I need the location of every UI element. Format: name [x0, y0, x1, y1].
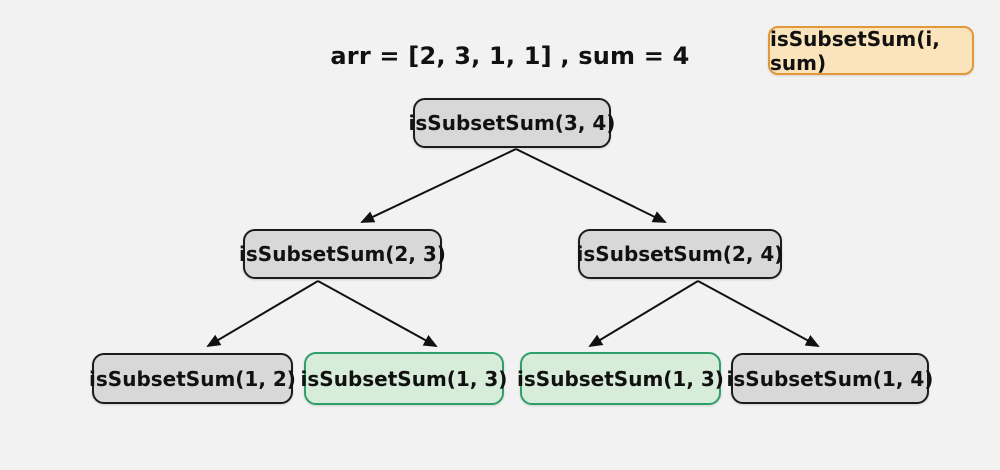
arrow-left-to-child-1: [206, 280, 319, 348]
node-2-4: isSubsetSum(2, 4): [577, 229, 783, 279]
legend-badge: isSubsetSum(i, sum): [768, 26, 974, 75]
node-1-4: isSubsetSum(1, 4): [727, 353, 933, 404]
node-3-4: isSubsetSum(3, 4): [409, 98, 615, 148]
arrow-right-to-child-1: [588, 280, 699, 348]
node-1-2: isSubsetSum(1, 2): [89, 353, 296, 404]
node-1-3-left: isSubsetSum(1, 3): [301, 352, 507, 405]
node-1-3-right: isSubsetSum(1, 3): [517, 352, 724, 405]
node-2-3: isSubsetSum(2, 3): [239, 229, 446, 279]
arrow-root-to-left-child: [360, 148, 517, 223]
diagram-title: arr = [2, 3, 1, 1] , sum = 4: [330, 42, 690, 70]
arrow-right-to-child-2: [697, 280, 820, 347]
arrow-left-to-child-2: [317, 280, 438, 347]
arrow-root-to-right-child: [515, 148, 667, 223]
